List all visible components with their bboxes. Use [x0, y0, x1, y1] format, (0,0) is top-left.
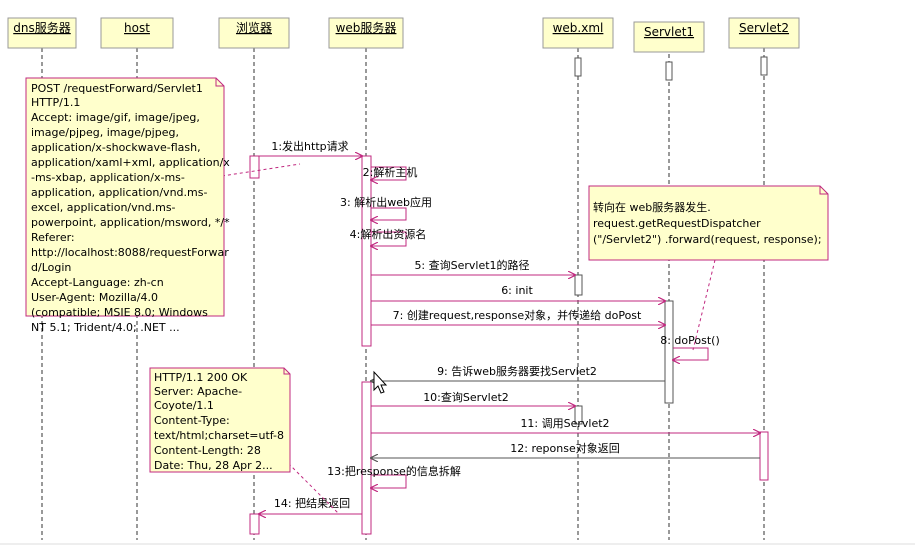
participant-servlet2-label: Servlet2: [739, 21, 789, 35]
note-forward-line: ("/Servlet2") .forward(request, response…: [593, 233, 822, 246]
activations: [249, 56, 769, 535]
note-request-line: d/Login: [31, 261, 71, 274]
message-3: 3: 解析出web应用: [340, 195, 432, 220]
note-request-line: Accept: image/gif, image/jpeg,: [31, 111, 200, 124]
message-12-label: 12: reponse对象返回: [510, 441, 619, 455]
activation-servlet1-1: [664, 300, 674, 404]
participant-webxml-label: web.xml: [553, 21, 604, 35]
note-request-connector: [221, 163, 301, 177]
participant-servlet1-label: Servlet1: [644, 25, 694, 39]
message-4-label: 4:解析出资源名: [350, 227, 427, 241]
participant-servlet2: Servlet2: [728, 17, 800, 49]
message-14: 14: 把结果返回: [259, 496, 362, 514]
participant-headers: dns服务器 host 浏览器 web服务器 web.xml Servlet1 …: [7, 17, 800, 53]
message-11: 11: 调用Servlet2: [371, 417, 760, 433]
note-request-line: powerpoint, application/msword, */*: [31, 216, 230, 229]
message-12: 12: reponse对象返回: [371, 441, 760, 458]
note-response-line: Content-Length: 28: [154, 444, 261, 457]
note-request-line: Accept-Language: zh-cn: [31, 276, 164, 289]
activation-webxml-1: [574, 274, 583, 296]
note-request-line: User-Agent: Mozilla/4.0: [31, 291, 158, 304]
message-6: 6: init: [371, 284, 665, 301]
note-request-line: http://localhost:8088/requestForwar: [31, 246, 229, 259]
message-4: 4:解析出资源名: [350, 227, 427, 246]
note-forward-line: 转向在 web服务器发生.: [593, 200, 711, 214]
note-request-line: (compatible; MSIE 8.0; Windows: [31, 306, 208, 319]
note-request-line: -ms-xbap, application/x-ms-: [31, 171, 185, 184]
message-1-label: 1:发出http请求: [271, 139, 348, 153]
note-request-line: excel, application/vnd.ms-: [31, 201, 176, 214]
message-3-label: 3: 解析出web应用: [340, 195, 432, 209]
note-forward-line: request.getRequestDispatcher: [593, 217, 761, 230]
participant-dns-label: dns服务器: [13, 20, 70, 35]
note-response: HTTP/1.1 200 OK Server: Apache- Coyote/1…: [149, 367, 291, 473]
note-request-line: application/xaml+xml, application/x: [31, 156, 230, 169]
participant-dns: dns服务器: [7, 17, 77, 49]
messages: 1:发出http请求 2:解析主机 3: 解析出web应用 4:解析出资源名 5…: [259, 139, 760, 514]
activation-servlet1-top: [665, 61, 673, 81]
note-forward: 转向在 web服务器发生. request.getRequestDispatch…: [588, 185, 829, 261]
message-5: 5: 查询Servlet1的路径: [371, 258, 575, 275]
participant-web-label: web服务器: [336, 20, 397, 35]
message-7-label: 7: 创建request,response对象，并传递给 doPost: [393, 308, 642, 322]
participant-host-label: host: [124, 21, 150, 35]
activation-browser-2: [249, 513, 260, 535]
message-13: 13:把response的信息拆解: [327, 464, 461, 488]
activation-webxml-top: [574, 57, 582, 77]
activation-browser-1: [249, 155, 260, 179]
note-request-line: application/x-shockwave-flash,: [31, 141, 201, 154]
activation-webxml-2: [574, 405, 583, 425]
note-response-line: Coyote/1.1: [154, 399, 214, 412]
note-response-line: HTTP/1.1 200 OK: [154, 371, 248, 384]
note-response-line: Server: Apache-: [154, 385, 242, 398]
note-response-line: Date: Thu, 28 Apr 2...: [154, 459, 273, 472]
message-5-label: 5: 查询Servlet1的路径: [414, 258, 529, 272]
message-9: 9: 告诉web服务器要找Servlet2: [371, 364, 665, 381]
note-request-line: Referer:: [31, 231, 75, 244]
activation-servlet2-1: [759, 431, 769, 481]
message-8-label: 8: doPost(): [660, 334, 720, 347]
message-9-label: 9: 告诉web服务器要找Servlet2: [437, 364, 597, 378]
participant-browser-label: 浏览器: [236, 20, 272, 35]
message-10-label: 10:查询Servlet2: [423, 390, 509, 404]
participant-webxml: web.xml: [542, 17, 614, 49]
participant-host: host: [100, 17, 174, 49]
note-response-line: text/html;charset=utf-8: [154, 429, 284, 442]
message-6-label: 6: init: [501, 284, 533, 297]
participant-web: web服务器: [328, 17, 404, 49]
message-14-label: 14: 把结果返回: [274, 496, 350, 510]
message-11-label: 11: 调用Servlet2: [520, 417, 609, 430]
message-2: 2:解析主机: [363, 165, 418, 180]
message-7: 7: 创建request,response对象，并传递给 doPost: [371, 308, 665, 325]
note-response-line: Content-Type:: [154, 414, 230, 427]
participant-browser: 浏览器: [218, 17, 290, 49]
message-1: 1:发出http请求: [259, 139, 362, 156]
mouse-pointer-icon: [373, 370, 388, 394]
activation-servlet2-top: [760, 56, 768, 76]
note-request-line: application, application/vnd.ms-: [31, 186, 207, 199]
activation-web-2: [361, 381, 372, 535]
participant-servlet1: Servlet1: [633, 21, 705, 53]
note-request-line: POST /requestForward/Servlet1: [31, 82, 203, 95]
message-2-label: 2:解析主机: [363, 165, 418, 179]
note-request-line: image/pjpeg, image/pjpeg,: [31, 126, 179, 139]
note-request-line: HTTP/1.1: [31, 96, 80, 109]
note-request: POST /requestForward/Servlet1 HTTP/1.1 A…: [25, 77, 230, 334]
note-request-line: NT 5.1; Trident/4.0; .NET ...: [31, 321, 180, 334]
message-13-label: 13:把response的信息拆解: [327, 464, 461, 478]
message-8: 8: doPost(): [660, 334, 720, 360]
activation-web-1: [361, 155, 372, 347]
message-10: 10:查询Servlet2: [371, 390, 575, 406]
